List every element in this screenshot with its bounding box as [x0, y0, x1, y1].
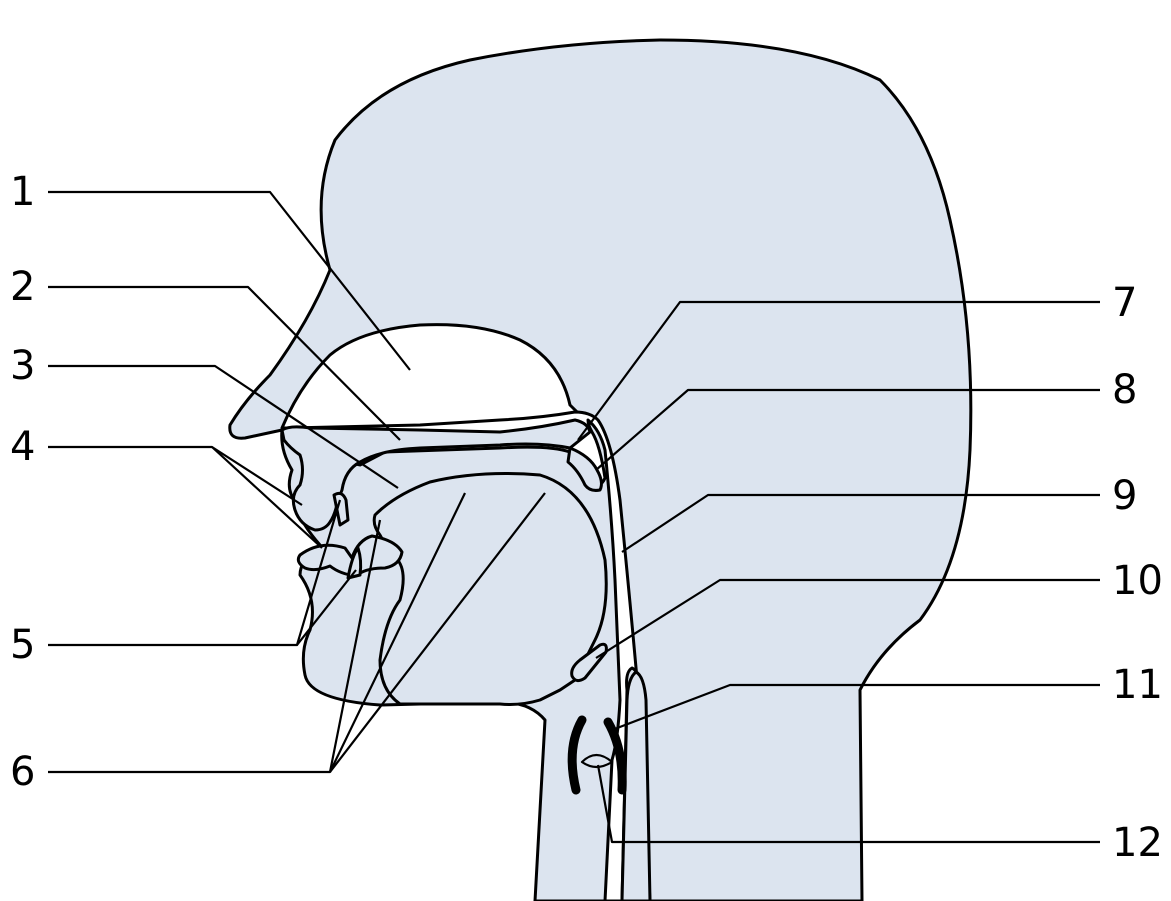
label-1: 1 [10, 169, 35, 215]
label-7: 7 [1112, 280, 1137, 326]
label-5: 5 [10, 622, 35, 668]
label-12: 12 [1112, 820, 1163, 866]
leader-5a [48, 500, 340, 645]
label-11: 11 [1112, 662, 1163, 708]
label-9: 9 [1112, 473, 1137, 519]
label-2: 2 [10, 264, 35, 310]
label-3: 3 [10, 343, 35, 389]
label-8: 8 [1112, 367, 1137, 413]
label-6: 6 [10, 749, 35, 795]
leader-4a [48, 447, 302, 505]
label-4: 4 [10, 424, 35, 470]
label-10: 10 [1112, 558, 1163, 604]
